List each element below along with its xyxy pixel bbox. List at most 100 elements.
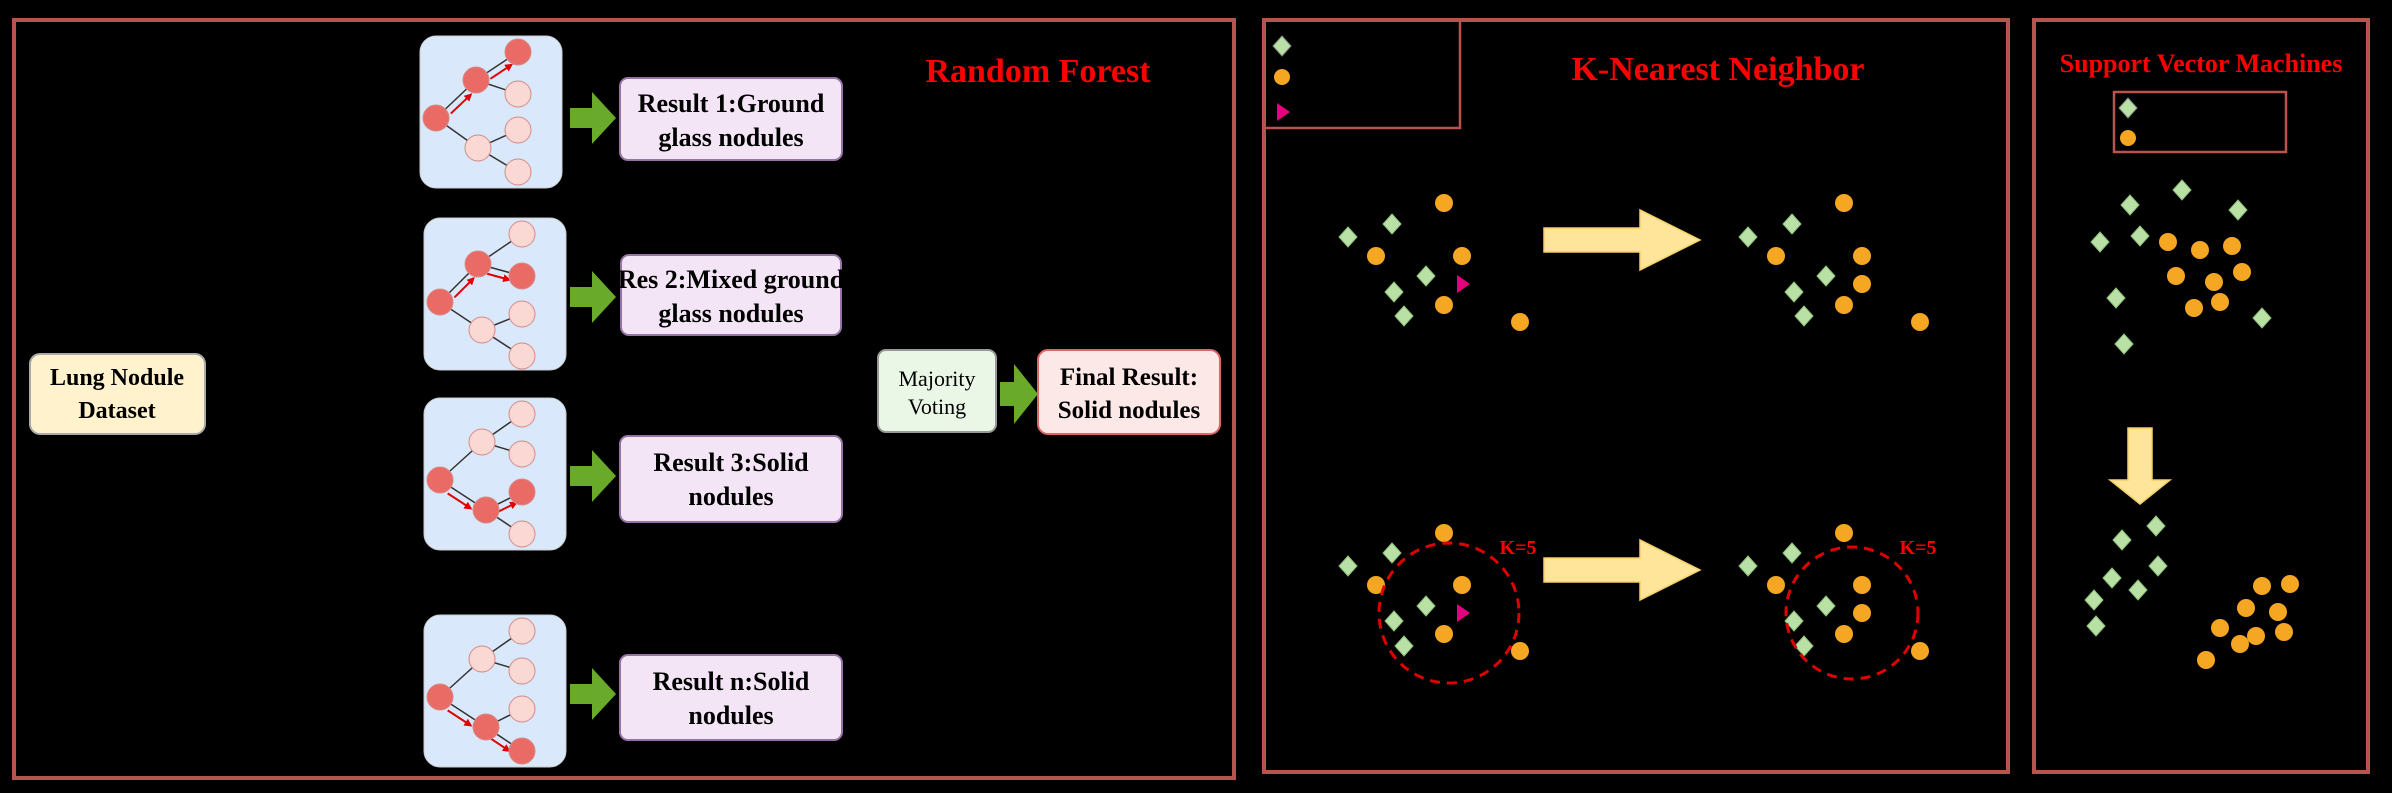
knn-legend-box bbox=[1262, 18, 1462, 130]
dot-point-icon bbox=[1511, 313, 1529, 331]
random-forest-panel bbox=[12, 18, 1236, 780]
dot-point-icon bbox=[2159, 233, 2177, 251]
dot-point-icon bbox=[1367, 576, 1385, 594]
result-n-line1: Result n:Solid bbox=[653, 667, 810, 696]
dot-point-icon bbox=[2211, 293, 2229, 311]
dot-point-icon bbox=[1453, 576, 1471, 594]
dot-point-icon bbox=[1835, 625, 1853, 643]
diamond-point-icon bbox=[2114, 333, 2134, 355]
decision-trees bbox=[419, 35, 567, 768]
triangle-point-icon bbox=[1457, 604, 1470, 622]
random-forest-title: Random Forest bbox=[925, 53, 1151, 90]
dot-point-icon bbox=[2185, 299, 2203, 317]
dot-point-icon bbox=[2167, 267, 2185, 285]
dot-point-icon bbox=[2247, 627, 2265, 645]
dot-point-icon bbox=[2237, 599, 2255, 617]
diamond-point-icon bbox=[2172, 179, 2192, 201]
dot-point-icon bbox=[1911, 313, 1929, 331]
diamond-point-icon bbox=[2130, 225, 2150, 247]
yellow-arrow-icon bbox=[1543, 208, 1702, 272]
knn-scatter-groups bbox=[1338, 194, 1929, 660]
result-box-3: Result 3:Solid nodules bbox=[619, 435, 843, 523]
green-arrow-icon bbox=[570, 271, 616, 323]
voting-line2: Voting bbox=[908, 394, 966, 419]
diamond-point-icon bbox=[2106, 287, 2126, 309]
dot-point-icon bbox=[2233, 263, 2251, 281]
diamond-legend-icon bbox=[2118, 97, 2138, 119]
final-result-box bbox=[1037, 349, 1221, 435]
k-neighborhood-circle-left bbox=[1377, 541, 1521, 685]
dot-point-icon bbox=[1367, 247, 1385, 265]
dot-point-icon bbox=[1435, 524, 1453, 542]
diamond-point-icon bbox=[1784, 281, 1804, 303]
diamond-legend-icon bbox=[1272, 35, 1292, 57]
dot-point-icon bbox=[1453, 247, 1471, 265]
svm-legend-box bbox=[2112, 90, 2288, 154]
final-result-line1: Final Result: bbox=[1060, 364, 1198, 391]
result-3-line1: Result 3:Solid bbox=[653, 448, 809, 477]
diamond-point-icon bbox=[2086, 615, 2106, 637]
dataset-label-line2: Dataset bbox=[78, 398, 155, 424]
majority-voting-box bbox=[877, 349, 997, 433]
dot-point-icon bbox=[2269, 603, 2287, 621]
result-n-line2: nodules bbox=[688, 701, 773, 730]
dataset-box bbox=[29, 353, 206, 435]
diamond-point-icon bbox=[1394, 305, 1414, 327]
diamond-point-icon bbox=[1338, 226, 1358, 248]
diamond-point-icon bbox=[1416, 265, 1436, 287]
diamond-point-icon bbox=[1382, 542, 1402, 564]
diamond-point-icon bbox=[1384, 281, 1404, 303]
triangle-point-icon bbox=[1457, 275, 1470, 293]
dot-point-icon bbox=[2275, 623, 2293, 641]
diamond-point-icon bbox=[1738, 226, 1758, 248]
decision-tree-card bbox=[423, 614, 567, 768]
dot-point-icon bbox=[1435, 625, 1453, 643]
triangle-legend-icon bbox=[1277, 103, 1290, 121]
dot-point-icon bbox=[1767, 247, 1785, 265]
dot-point-icon bbox=[2191, 241, 2209, 259]
dot-point-icon bbox=[1435, 194, 1453, 212]
result-box-n: Result n:Solid nodules bbox=[619, 654, 843, 741]
dot-point-icon bbox=[1911, 642, 1929, 660]
diamond-point-icon bbox=[1738, 555, 1758, 577]
dot-point-icon bbox=[2231, 635, 2249, 653]
decision-tree-card bbox=[419, 35, 563, 189]
diamond-point-icon bbox=[1782, 213, 1802, 235]
diamond-point-icon bbox=[1794, 305, 1814, 327]
dot-point-icon bbox=[1853, 275, 1871, 293]
diamond-point-icon bbox=[1784, 610, 1804, 632]
svm-scatter-groups bbox=[2084, 179, 2299, 669]
final-result-line2: Solid nodules bbox=[1058, 397, 1201, 424]
diamond-point-icon bbox=[2148, 555, 2168, 577]
dot-point-icon bbox=[1435, 296, 1453, 314]
diamond-point-icon bbox=[1816, 595, 1836, 617]
diamond-point-icon bbox=[2120, 194, 2140, 216]
diamond-point-icon bbox=[1394, 635, 1414, 657]
dot-point-icon bbox=[2197, 651, 2215, 669]
result-1-line2: glass nodules bbox=[658, 123, 803, 152]
dot-point-icon bbox=[1835, 524, 1853, 542]
result-box-2: Res 2:Mixed ground glass nodules bbox=[618, 254, 845, 336]
diamond-point-icon bbox=[1782, 542, 1802, 564]
knn-title: K-Nearest Neighbor bbox=[1571, 51, 1864, 88]
dot-point-icon bbox=[2223, 237, 2241, 255]
result-2-line1: Res 2:Mixed ground bbox=[618, 265, 845, 294]
k-label-right: K=5 bbox=[1900, 537, 1937, 559]
diamond-point-icon bbox=[1416, 595, 1436, 617]
decision-tree-card bbox=[423, 397, 567, 551]
dot-point-icon bbox=[2211, 619, 2229, 637]
diamond-point-icon bbox=[1816, 265, 1836, 287]
dot-point-icon bbox=[1835, 296, 1853, 314]
knn-panel bbox=[1262, 18, 2010, 774]
dot-point-icon bbox=[2253, 577, 2271, 595]
dot-point-icon bbox=[1767, 576, 1785, 594]
yellow-down-arrow-icon bbox=[2107, 427, 2173, 505]
dot-point-icon bbox=[1511, 642, 1529, 660]
diamond-point-icon bbox=[2112, 529, 2132, 551]
dot-point-icon bbox=[2205, 273, 2223, 291]
diamond-point-icon bbox=[2090, 231, 2110, 253]
result-1-line1: Result 1:Ground bbox=[638, 89, 825, 118]
dot-legend-icon bbox=[1274, 69, 1290, 85]
k-label-left: K=5 bbox=[1500, 537, 1537, 559]
k-neighborhood-circle-right bbox=[1784, 545, 1920, 681]
